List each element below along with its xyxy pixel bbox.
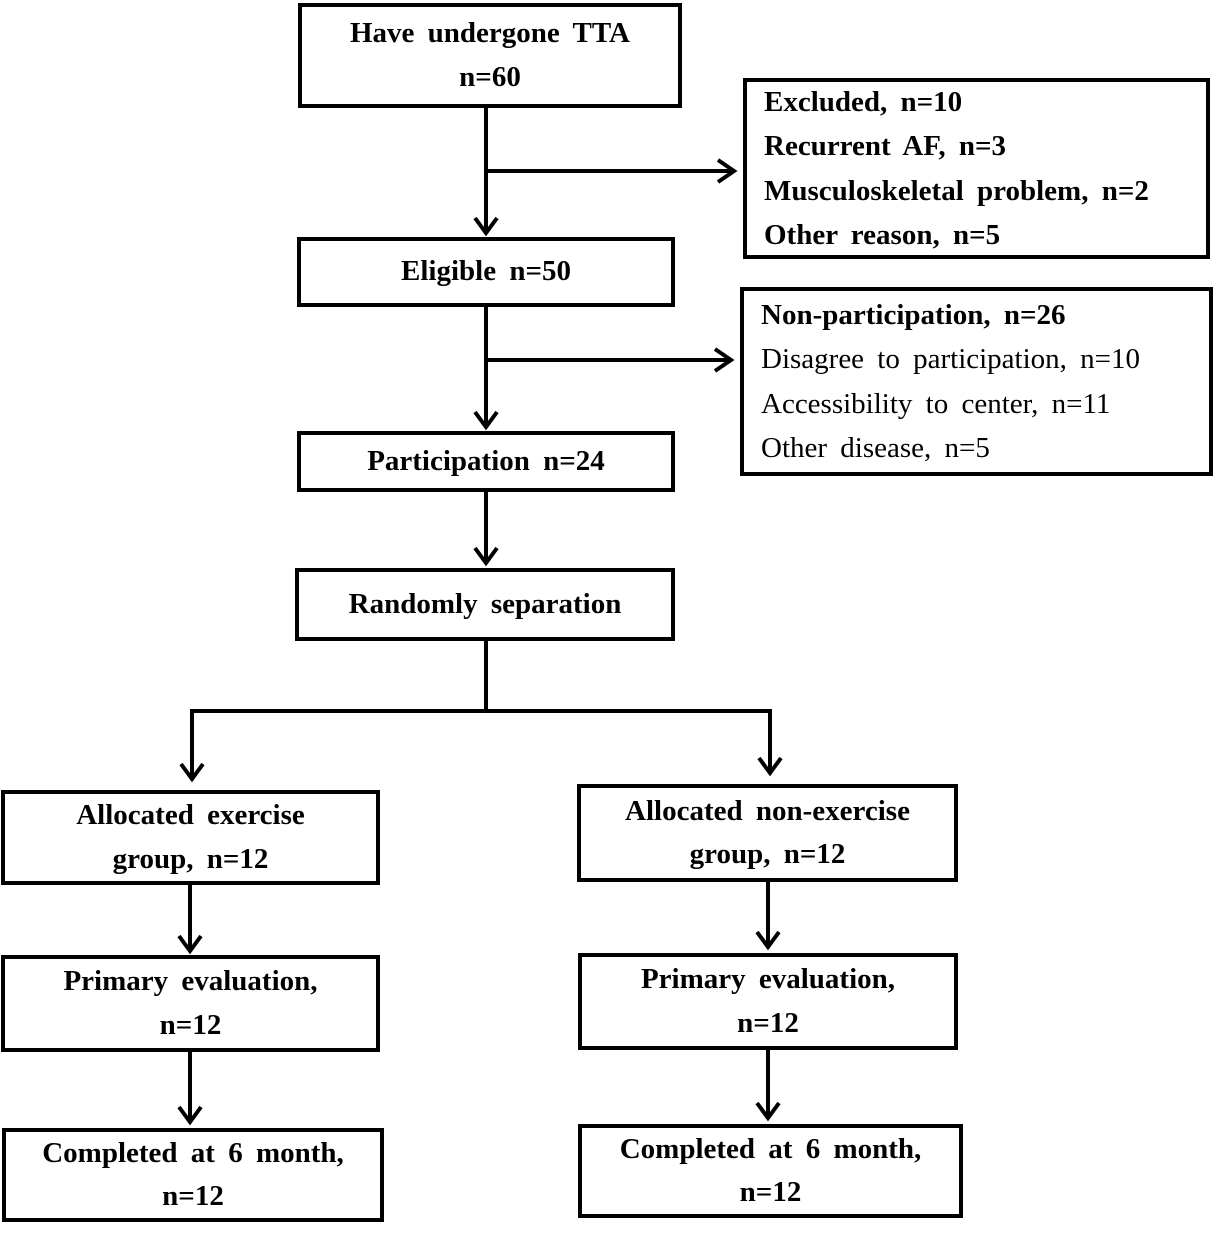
node-non-participation: Non-participation, n=26 Disagree to part…	[740, 287, 1213, 476]
node-count: group, n=12	[112, 842, 269, 875]
node-allocated-non-exercise-group: Allocated non-exercise group, n=12	[577, 784, 958, 882]
excluded-reason: Musculoskeletal problem, n=2	[764, 174, 1149, 207]
excluded-title: Excluded, n=10	[764, 86, 963, 119]
node-label: Eligible n=50	[401, 255, 571, 288]
arrowhead-eligible-to-participation	[473, 410, 499, 431]
node-count: n=12	[737, 1006, 799, 1039]
node-excluded: Excluded, n=10 Recurrent AF, n=3 Musculo…	[743, 78, 1210, 259]
arrowhead-allocated-non-exercise-to-primary	[755, 930, 781, 951]
node-count: group, n=12	[689, 838, 846, 870]
node-label: Randomly separation	[348, 587, 622, 620]
node-label: Completed at 6 month,	[42, 1136, 344, 1169]
excluded-reason: Recurrent AF, n=3	[764, 130, 1006, 163]
node-allocated-exercise-group: Allocated exercise group, n=12	[1, 790, 380, 885]
node-have-undergone-tta: Have undergone TTA n=60	[298, 3, 682, 108]
non-participation-reason: Other disease, n=5	[761, 431, 990, 464]
arrowhead-primary-to-completed-right	[755, 1101, 781, 1122]
node-primary-evaluation-exercise: Primary evaluation, n=12	[1, 955, 380, 1052]
node-label: Primary evaluation,	[640, 963, 896, 995]
node-randomly-separation: Randomly separation	[295, 568, 675, 641]
arrowhead-primary-to-completed-left	[177, 1105, 203, 1126]
node-label: Primary evaluation,	[63, 965, 318, 997]
arrowhead-allocated-exercise-to-primary	[177, 934, 203, 955]
non-participation-reason: Disagree to participation, n=10	[761, 343, 1141, 376]
node-label: Allocated non-exercise	[625, 794, 910, 827]
node-label: Participation n=24	[367, 444, 605, 477]
node-eligible: Eligible n=50	[297, 237, 675, 307]
arrowhead-branch-to-non-participation	[713, 347, 735, 373]
node-count: n=12	[159, 1008, 222, 1041]
arrowhead-split-right	[757, 756, 783, 777]
node-participation: Participation n=24	[297, 431, 675, 492]
non-participation-reason: Accessibility to center, n=11	[761, 387, 1111, 420]
node-label: Allocated exercise	[76, 799, 305, 831]
arrowhead-tta-to-eligible	[473, 216, 499, 237]
node-label: Completed at 6 month,	[619, 1132, 922, 1165]
arrowhead-split-left	[179, 762, 205, 783]
non-participation-title: Non-participation, n=26	[761, 299, 1066, 332]
node-count: n=12	[162, 1180, 224, 1212]
node-count: n=12	[739, 1176, 802, 1208]
node-completed-exercise: Completed at 6 month, n=12	[2, 1128, 384, 1222]
node-primary-evaluation-non-exercise: Primary evaluation, n=12	[578, 953, 958, 1050]
node-completed-non-exercise: Completed at 6 month, n=12	[578, 1124, 963, 1218]
excluded-reason: Other reason, n=5	[764, 218, 1001, 251]
arrowhead-branch-to-excluded	[716, 158, 738, 184]
arrowhead-participation-to-randomly	[473, 546, 499, 567]
node-count: n=60	[459, 60, 521, 93]
node-label: Have undergone TTA	[349, 17, 630, 49]
